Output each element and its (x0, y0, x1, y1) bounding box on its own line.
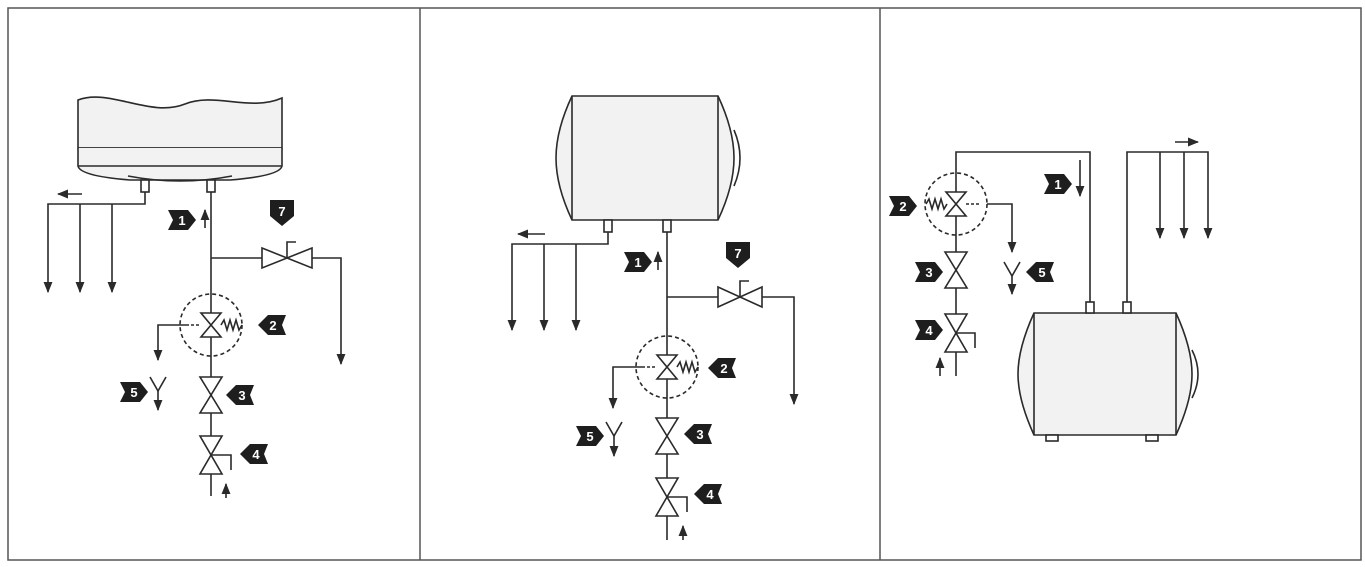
hot-water-outlet-lines (1126, 137, 1213, 302)
tag-safety-valve: 2 (889, 196, 917, 216)
tag-inlet: 1 (168, 210, 196, 230)
tag-label: 7 (278, 204, 285, 219)
tag-label: 4 (706, 487, 714, 502)
tag-label: 1 (178, 213, 185, 228)
tag-safety-valve: 2 (708, 358, 736, 378)
panel-vertical-heater (43, 96, 346, 498)
tag-label: 7 (734, 246, 741, 261)
tag-label: 2 (899, 199, 906, 214)
mixer-valve-branch (211, 241, 346, 366)
panel-horizontal-heater (507, 95, 799, 540)
hot-water-outlet-lines (507, 229, 609, 332)
panel-frame (7, 7, 1362, 561)
drain-funnel (605, 421, 623, 458)
pressure-reducer (654, 477, 688, 517)
pressure-reducer (198, 435, 232, 475)
tag-inlet: 1 (624, 252, 652, 272)
tag-label: 3 (925, 265, 932, 280)
tag-label: 5 (1038, 265, 1045, 280)
tag-safety-valve: 2 (258, 315, 286, 335)
horizontal-water-heater (555, 95, 741, 233)
tag-stop-valve: 3 (226, 385, 254, 405)
tag-label: 4 (252, 447, 260, 462)
safety-valve-group (924, 172, 1017, 254)
drain-funnel (149, 376, 167, 412)
tag-label: 2 (720, 361, 727, 376)
cold-inlet-line (653, 232, 688, 540)
tag-label: 4 (925, 323, 933, 338)
tag-reducer: 4 (694, 484, 722, 504)
tag-label: 3 (238, 388, 245, 403)
tag-mixer: 7 (726, 242, 750, 268)
tag-reducer: 4 (915, 320, 943, 340)
stop-valve (943, 251, 969, 289)
number-tags: 1 7 2 5 3 4 1 7 (120, 174, 1072, 504)
tag-drain: 5 (120, 382, 148, 402)
tag-drain: 5 (576, 426, 604, 446)
safety-valve-group (608, 335, 699, 410)
pressure-reducer (943, 313, 976, 353)
tag-label: 1 (634, 255, 641, 270)
tag-reducer: 4 (240, 444, 268, 464)
panel-undersink-heater (924, 137, 1213, 442)
tag-label: 1 (1054, 177, 1061, 192)
tag-stop-valve: 3 (684, 424, 712, 444)
tag-stop-valve: 3 (915, 262, 943, 282)
cold-inlet-line (200, 192, 231, 498)
tag-label: 3 (696, 427, 703, 442)
undersink-water-heater (1017, 301, 1199, 442)
stop-valve (198, 376, 224, 414)
drain-funnel (1003, 261, 1021, 296)
mixer-valve-branch (667, 280, 799, 406)
hot-water-outlet-lines (43, 189, 146, 294)
tag-inlet: 1 (1044, 174, 1072, 194)
tag-label: 5 (586, 429, 593, 444)
tag-drain: 5 (1026, 262, 1054, 282)
tag-label: 5 (130, 385, 137, 400)
stop-valve (654, 417, 680, 455)
vertical-water-heater (77, 96, 283, 193)
tag-label: 2 (269, 318, 276, 333)
safety-valve-group (153, 293, 243, 362)
tag-mixer: 7 (270, 200, 294, 226)
